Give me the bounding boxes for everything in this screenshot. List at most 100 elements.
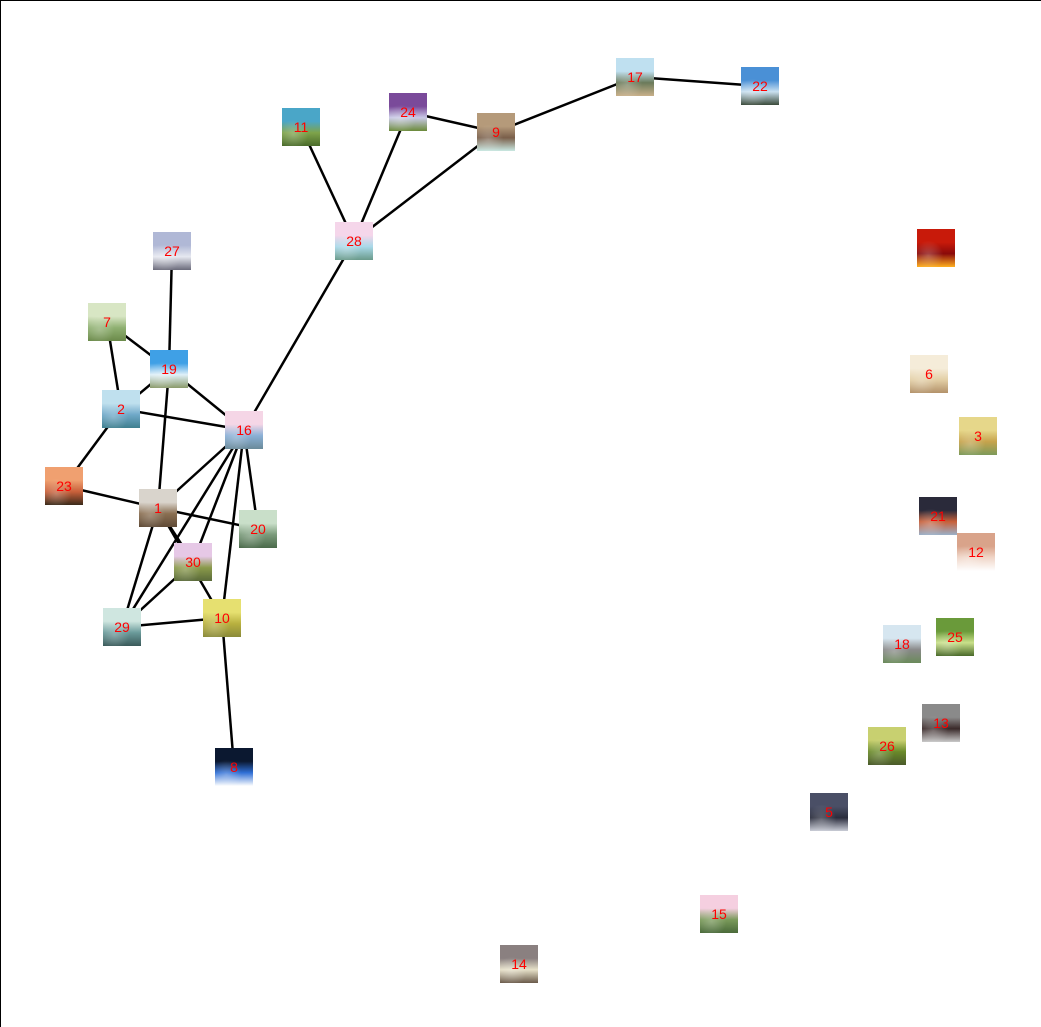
- node-12-label: 12: [968, 544, 984, 560]
- node-3: 3: [959, 417, 997, 455]
- node-27-label: 27: [164, 243, 180, 259]
- node-9-label: 9: [492, 124, 500, 140]
- node-22-thumbnail: [741, 67, 779, 105]
- node-29-label: 29: [114, 619, 130, 635]
- node-28-thumbnail: [335, 222, 373, 260]
- node-20-label: 20: [250, 521, 266, 537]
- node-1: 1: [139, 489, 177, 527]
- node-30-label: 30: [185, 554, 201, 570]
- node-14-label: 14: [511, 956, 527, 972]
- node-1-thumbnail: [139, 489, 177, 527]
- node-25-thumbnail: [936, 618, 974, 656]
- node-29-thumbnail: [103, 608, 141, 646]
- node-17: 17: [616, 58, 654, 96]
- node-28: 28: [335, 222, 373, 260]
- node-3-label: 3: [974, 428, 982, 444]
- node-14: 14: [500, 945, 538, 983]
- node-26: 26: [868, 727, 906, 765]
- node-5-thumbnail: [810, 793, 848, 831]
- edge-16-10: [220, 429, 246, 619]
- edge-19-1: [156, 368, 171, 509]
- node-26-thumbnail: [868, 727, 906, 765]
- node-12: 12: [957, 533, 995, 571]
- edge-17-22: [634, 75, 761, 88]
- node-20-thumbnail: [239, 510, 277, 548]
- node-11-label: 11: [293, 119, 309, 135]
- node-22: 22: [741, 67, 779, 105]
- node-28-label: 28: [346, 233, 362, 249]
- node-15: 15: [700, 895, 738, 933]
- node-23-thumbnail: [45, 467, 83, 505]
- node-26-label: 26: [879, 738, 895, 754]
- node-30-thumbnail: [174, 543, 212, 581]
- node-18-label: 18: [894, 636, 910, 652]
- node-6: 6: [910, 355, 948, 393]
- node-23: 23: [45, 467, 83, 505]
- node-9: 9: [477, 113, 515, 151]
- edge-10-8: [220, 617, 236, 768]
- node-17-label: 17: [627, 69, 643, 85]
- edge-2-16: [120, 407, 245, 432]
- node-1-label: 1: [154, 500, 162, 516]
- edge-16-30: [191, 429, 246, 563]
- node-10-label: 10: [214, 610, 230, 626]
- node-5-label: 5: [825, 804, 833, 820]
- node-10-thumbnail: [203, 599, 241, 637]
- node-8-label: 8: [230, 759, 238, 775]
- node-11: 11: [282, 108, 320, 146]
- node-2-label: 2: [117, 401, 125, 417]
- node-7-label: 7: [103, 314, 111, 330]
- edge-17-9: [495, 75, 636, 134]
- node-23-label: 23: [56, 478, 72, 494]
- node-10: 10: [203, 599, 241, 637]
- node-21: 21: [919, 497, 957, 535]
- node-4: [917, 229, 955, 267]
- node-11-thumbnail: [282, 108, 320, 146]
- node-13-label: 13: [933, 715, 949, 731]
- node-21-label: 21: [930, 508, 946, 524]
- node-13: 13: [922, 704, 960, 742]
- node-17-thumbnail: [616, 58, 654, 96]
- node-6-thumbnail: [910, 355, 948, 393]
- node-3-thumbnail: [959, 417, 997, 455]
- node-16-thumbnail: [225, 411, 263, 449]
- node-8: 8: [215, 748, 253, 786]
- node-9-thumbnail: [477, 113, 515, 151]
- node-18: 18: [883, 625, 921, 663]
- edge-1-29: [120, 507, 160, 628]
- node-4-thumbnail: [917, 229, 955, 267]
- node-19-thumbnail: [150, 350, 188, 388]
- node-2: 2: [102, 390, 140, 428]
- node-8-thumbnail: [215, 748, 253, 786]
- node-2-thumbnail: [102, 390, 140, 428]
- node-24: 24: [389, 93, 427, 131]
- node-30: 30: [174, 543, 212, 581]
- node-25-label: 25: [947, 629, 963, 645]
- edge-16-29: [120, 429, 246, 628]
- edge-24-28: [352, 111, 410, 242]
- node-14-thumbnail: [500, 945, 538, 983]
- node-6-label: 6: [925, 366, 933, 382]
- node-18-thumbnail: [883, 625, 921, 663]
- node-29: 29: [103, 608, 141, 646]
- node-15-thumbnail: [700, 895, 738, 933]
- node-22-label: 22: [752, 78, 768, 94]
- node-24-label: 24: [400, 104, 416, 120]
- node-20: 20: [239, 510, 277, 548]
- node-13-thumbnail: [922, 704, 960, 742]
- node-16: 16: [225, 411, 263, 449]
- node-7-thumbnail: [88, 303, 126, 341]
- node-27-thumbnail: [153, 232, 191, 270]
- node-19: 19: [150, 350, 188, 388]
- edge-28-16: [242, 240, 356, 431]
- node-4-label: [917, 229, 955, 267]
- node-21-thumbnail: [919, 497, 957, 535]
- edge-27-19: [167, 250, 174, 370]
- node-5: 5: [810, 793, 848, 831]
- node-7: 7: [88, 303, 126, 341]
- node-27: 27: [153, 232, 191, 270]
- node-25: 25: [936, 618, 974, 656]
- node-24-thumbnail: [389, 93, 427, 131]
- node-16-label: 16: [236, 422, 252, 438]
